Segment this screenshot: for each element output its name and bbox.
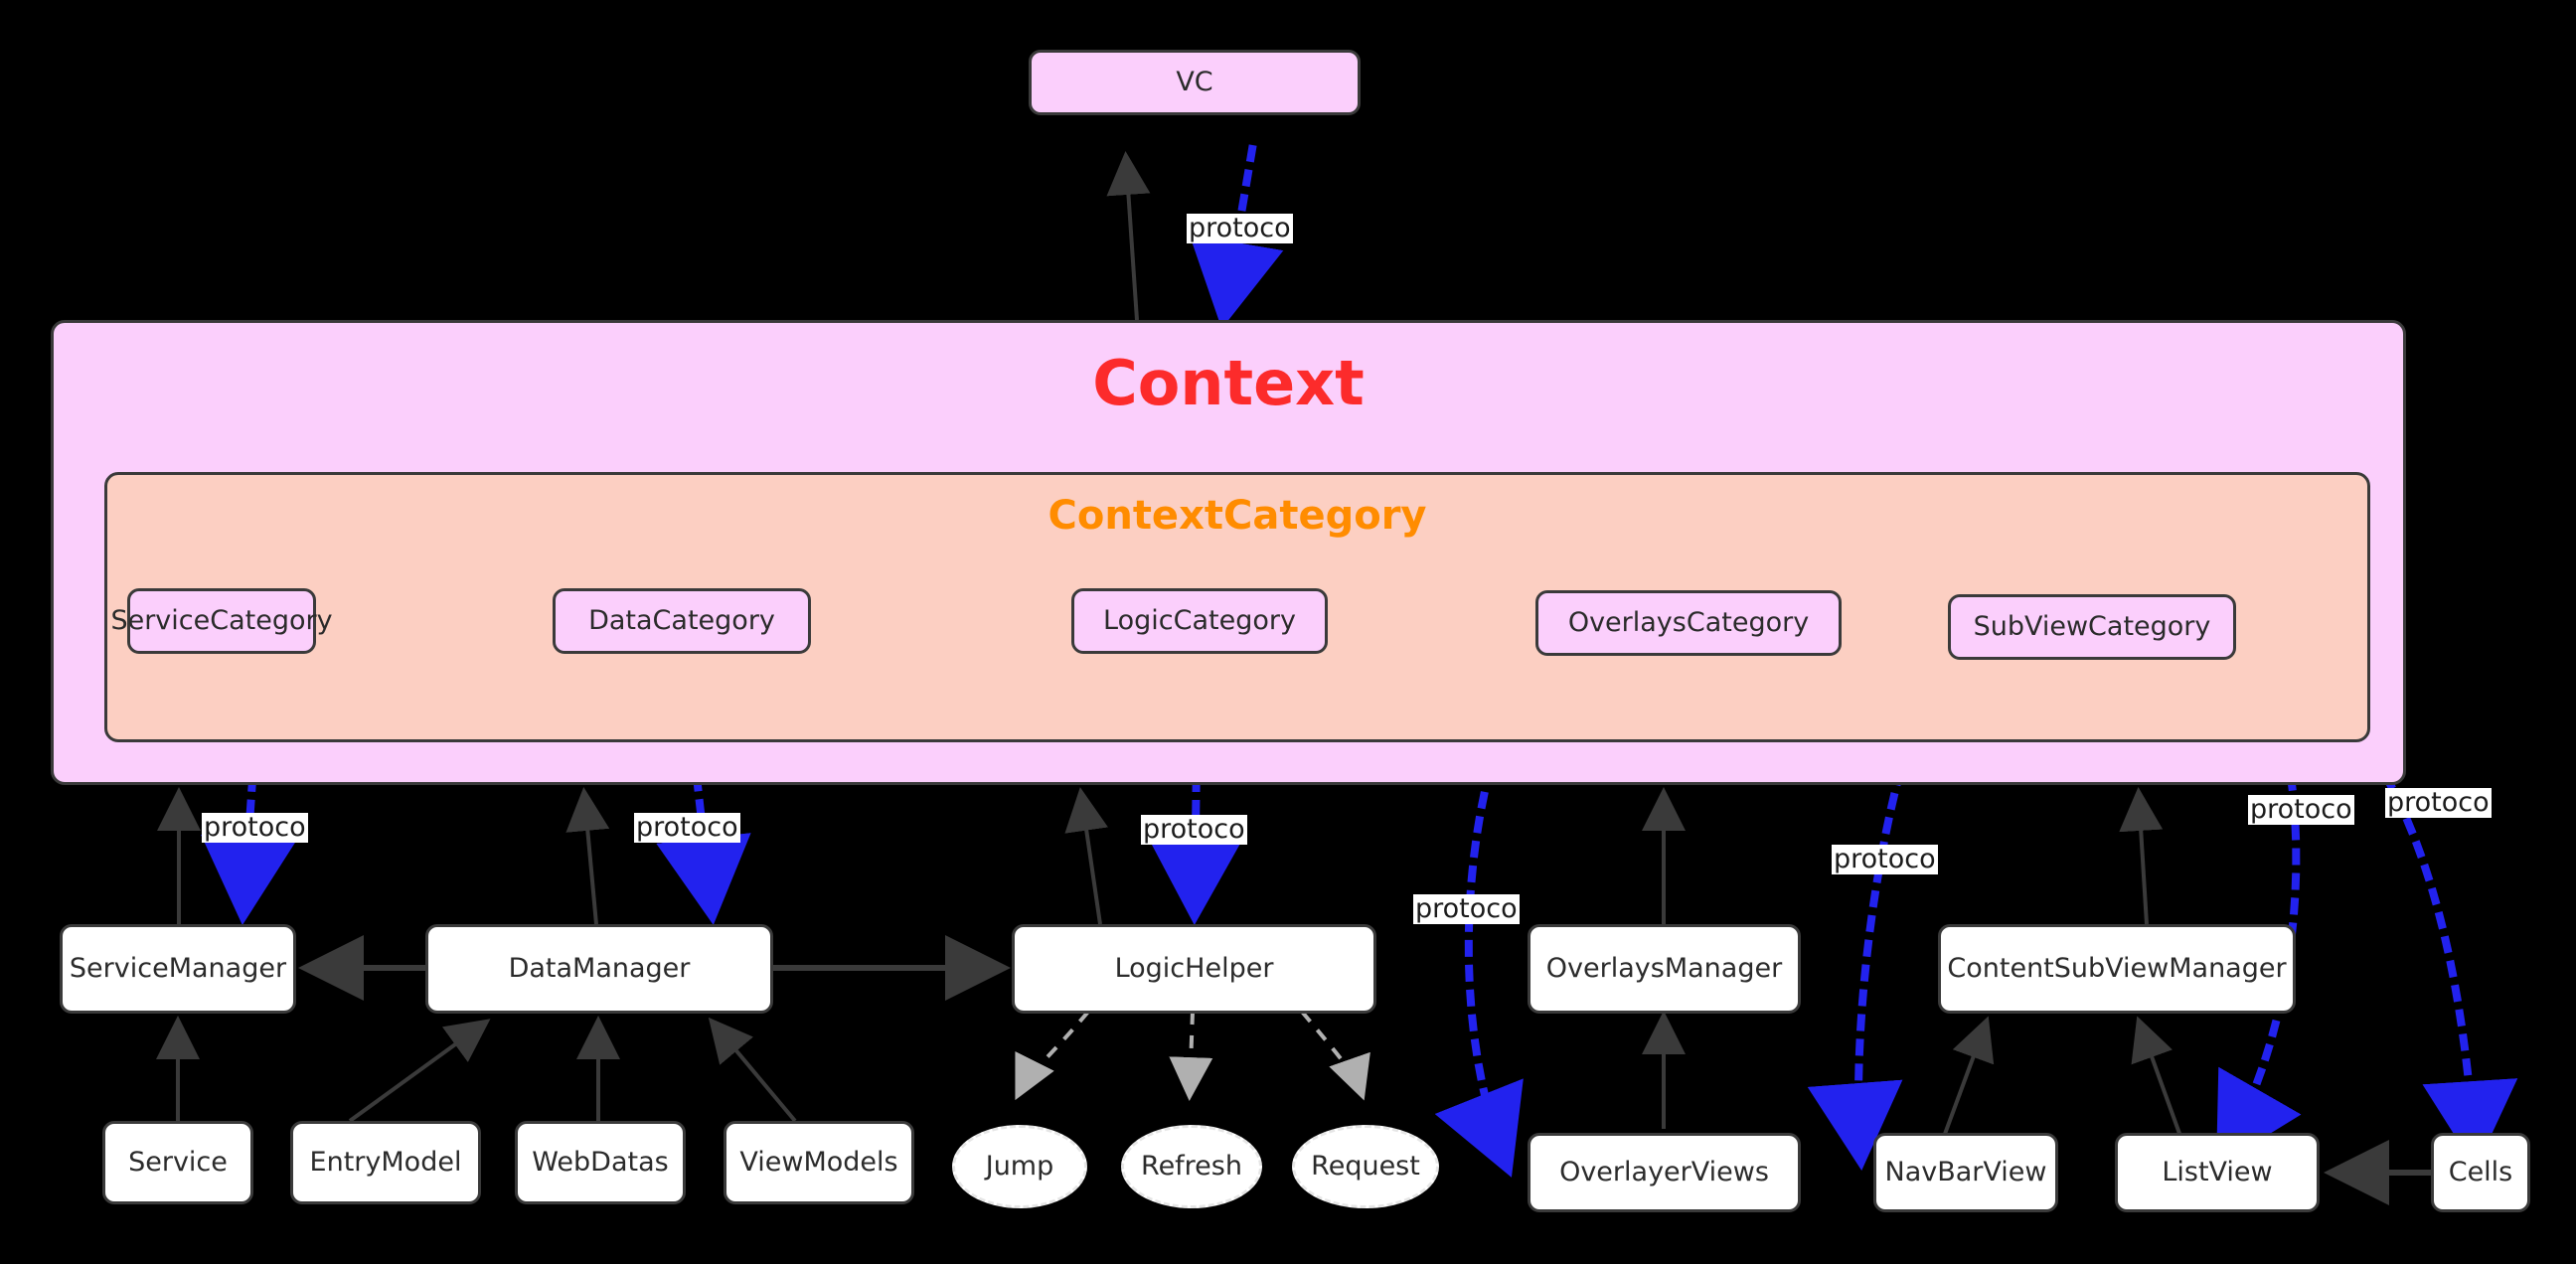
node-overlays-manager[interactable]: OverlaysManager: [1528, 924, 1801, 1014]
node-overlayer-views-label: OverlayerViews: [1559, 1156, 1769, 1187]
node-jump-label: Jump: [985, 1150, 1054, 1182]
edge-label-protocol-logic: protoco: [1141, 814, 1247, 846]
edge-label-protocol-subview: protoco: [1832, 844, 1938, 875]
node-overlays-category-label: OverlaysCategory: [1567, 606, 1810, 638]
node-list-view[interactable]: ListView: [2115, 1133, 2320, 1212]
node-logic-category-label: LogicCategory: [1103, 604, 1296, 636]
node-data-category[interactable]: DataCategory: [553, 588, 811, 654]
node-logic-category[interactable]: LogicCategory: [1071, 588, 1328, 654]
cluster-context-title: Context: [1092, 347, 1365, 419]
node-list-view-label: ListView: [2162, 1156, 2273, 1187]
node-content-subview-manager-label: ContentSubViewManager: [1947, 952, 2287, 984]
edge-label-protocol-vc: protoco: [1187, 213, 1293, 244]
node-nav-bar-view-label: NavBarView: [1884, 1156, 2047, 1187]
node-service-manager[interactable]: ServiceManager: [60, 924, 296, 1014]
node-content-subview-manager[interactable]: ContentSubViewManager: [1938, 924, 2296, 1014]
edge-label-protocol-listview: protoco: [2248, 794, 2354, 826]
edge-label-protocol-cells: protoco: [2385, 787, 2492, 819]
node-web-datas[interactable]: WebDatas: [515, 1121, 686, 1204]
node-service-category[interactable]: ServiceCategory: [110, 588, 333, 654]
node-data-manager-label: DataManager: [508, 952, 691, 984]
node-service-category-label: ServiceCategory: [110, 604, 333, 636]
node-overlayer-views[interactable]: OverlayerViews: [1528, 1133, 1801, 1212]
node-request[interactable]: Request: [1292, 1125, 1439, 1208]
node-vc-label: VC: [1176, 66, 1213, 97]
node-cells[interactable]: Cells: [2431, 1133, 2530, 1212]
node-service[interactable]: Service: [102, 1121, 253, 1204]
node-request-label: Request: [1311, 1150, 1420, 1182]
node-view-models[interactable]: ViewModels: [724, 1121, 914, 1204]
node-service-manager-label: ServiceManager: [69, 952, 287, 984]
node-logic-helper[interactable]: LogicHelper: [1012, 924, 1376, 1014]
node-view-models-label: ViewModels: [739, 1146, 898, 1178]
node-entry-model-label: EntryModel: [309, 1146, 462, 1178]
node-web-datas-label: WebDatas: [532, 1146, 669, 1178]
node-subview-category-label: SubViewCategory: [1973, 610, 2211, 642]
node-overlays-category[interactable]: OverlaysCategory: [1535, 590, 1842, 656]
node-logic-helper-label: LogicHelper: [1114, 952, 1274, 984]
node-overlays-manager-label: OverlaysManager: [1545, 952, 1783, 984]
edge-label-protocol-overlays: protoco: [1413, 893, 1520, 925]
node-subview-category[interactable]: SubViewCategory: [1948, 594, 2236, 660]
node-jump[interactable]: Jump: [952, 1125, 1087, 1208]
node-entry-model[interactable]: EntryModel: [290, 1121, 481, 1204]
node-vc[interactable]: VC: [1029, 50, 1361, 115]
node-nav-bar-view[interactable]: NavBarView: [1873, 1133, 2058, 1212]
edge-label-protocol-service: protoco: [202, 812, 308, 844]
node-service-label: Service: [128, 1146, 228, 1178]
node-data-manager[interactable]: DataManager: [425, 924, 773, 1014]
edge-label-protocol-data: protoco: [634, 812, 740, 844]
node-cells-label: Cells: [2448, 1156, 2513, 1187]
cluster-context-category-title: ContextCategory: [1047, 493, 1427, 539]
node-refresh-label: Refresh: [1141, 1150, 1242, 1182]
node-data-category-label: DataCategory: [588, 604, 775, 636]
node-refresh[interactable]: Refresh: [1121, 1125, 1262, 1208]
